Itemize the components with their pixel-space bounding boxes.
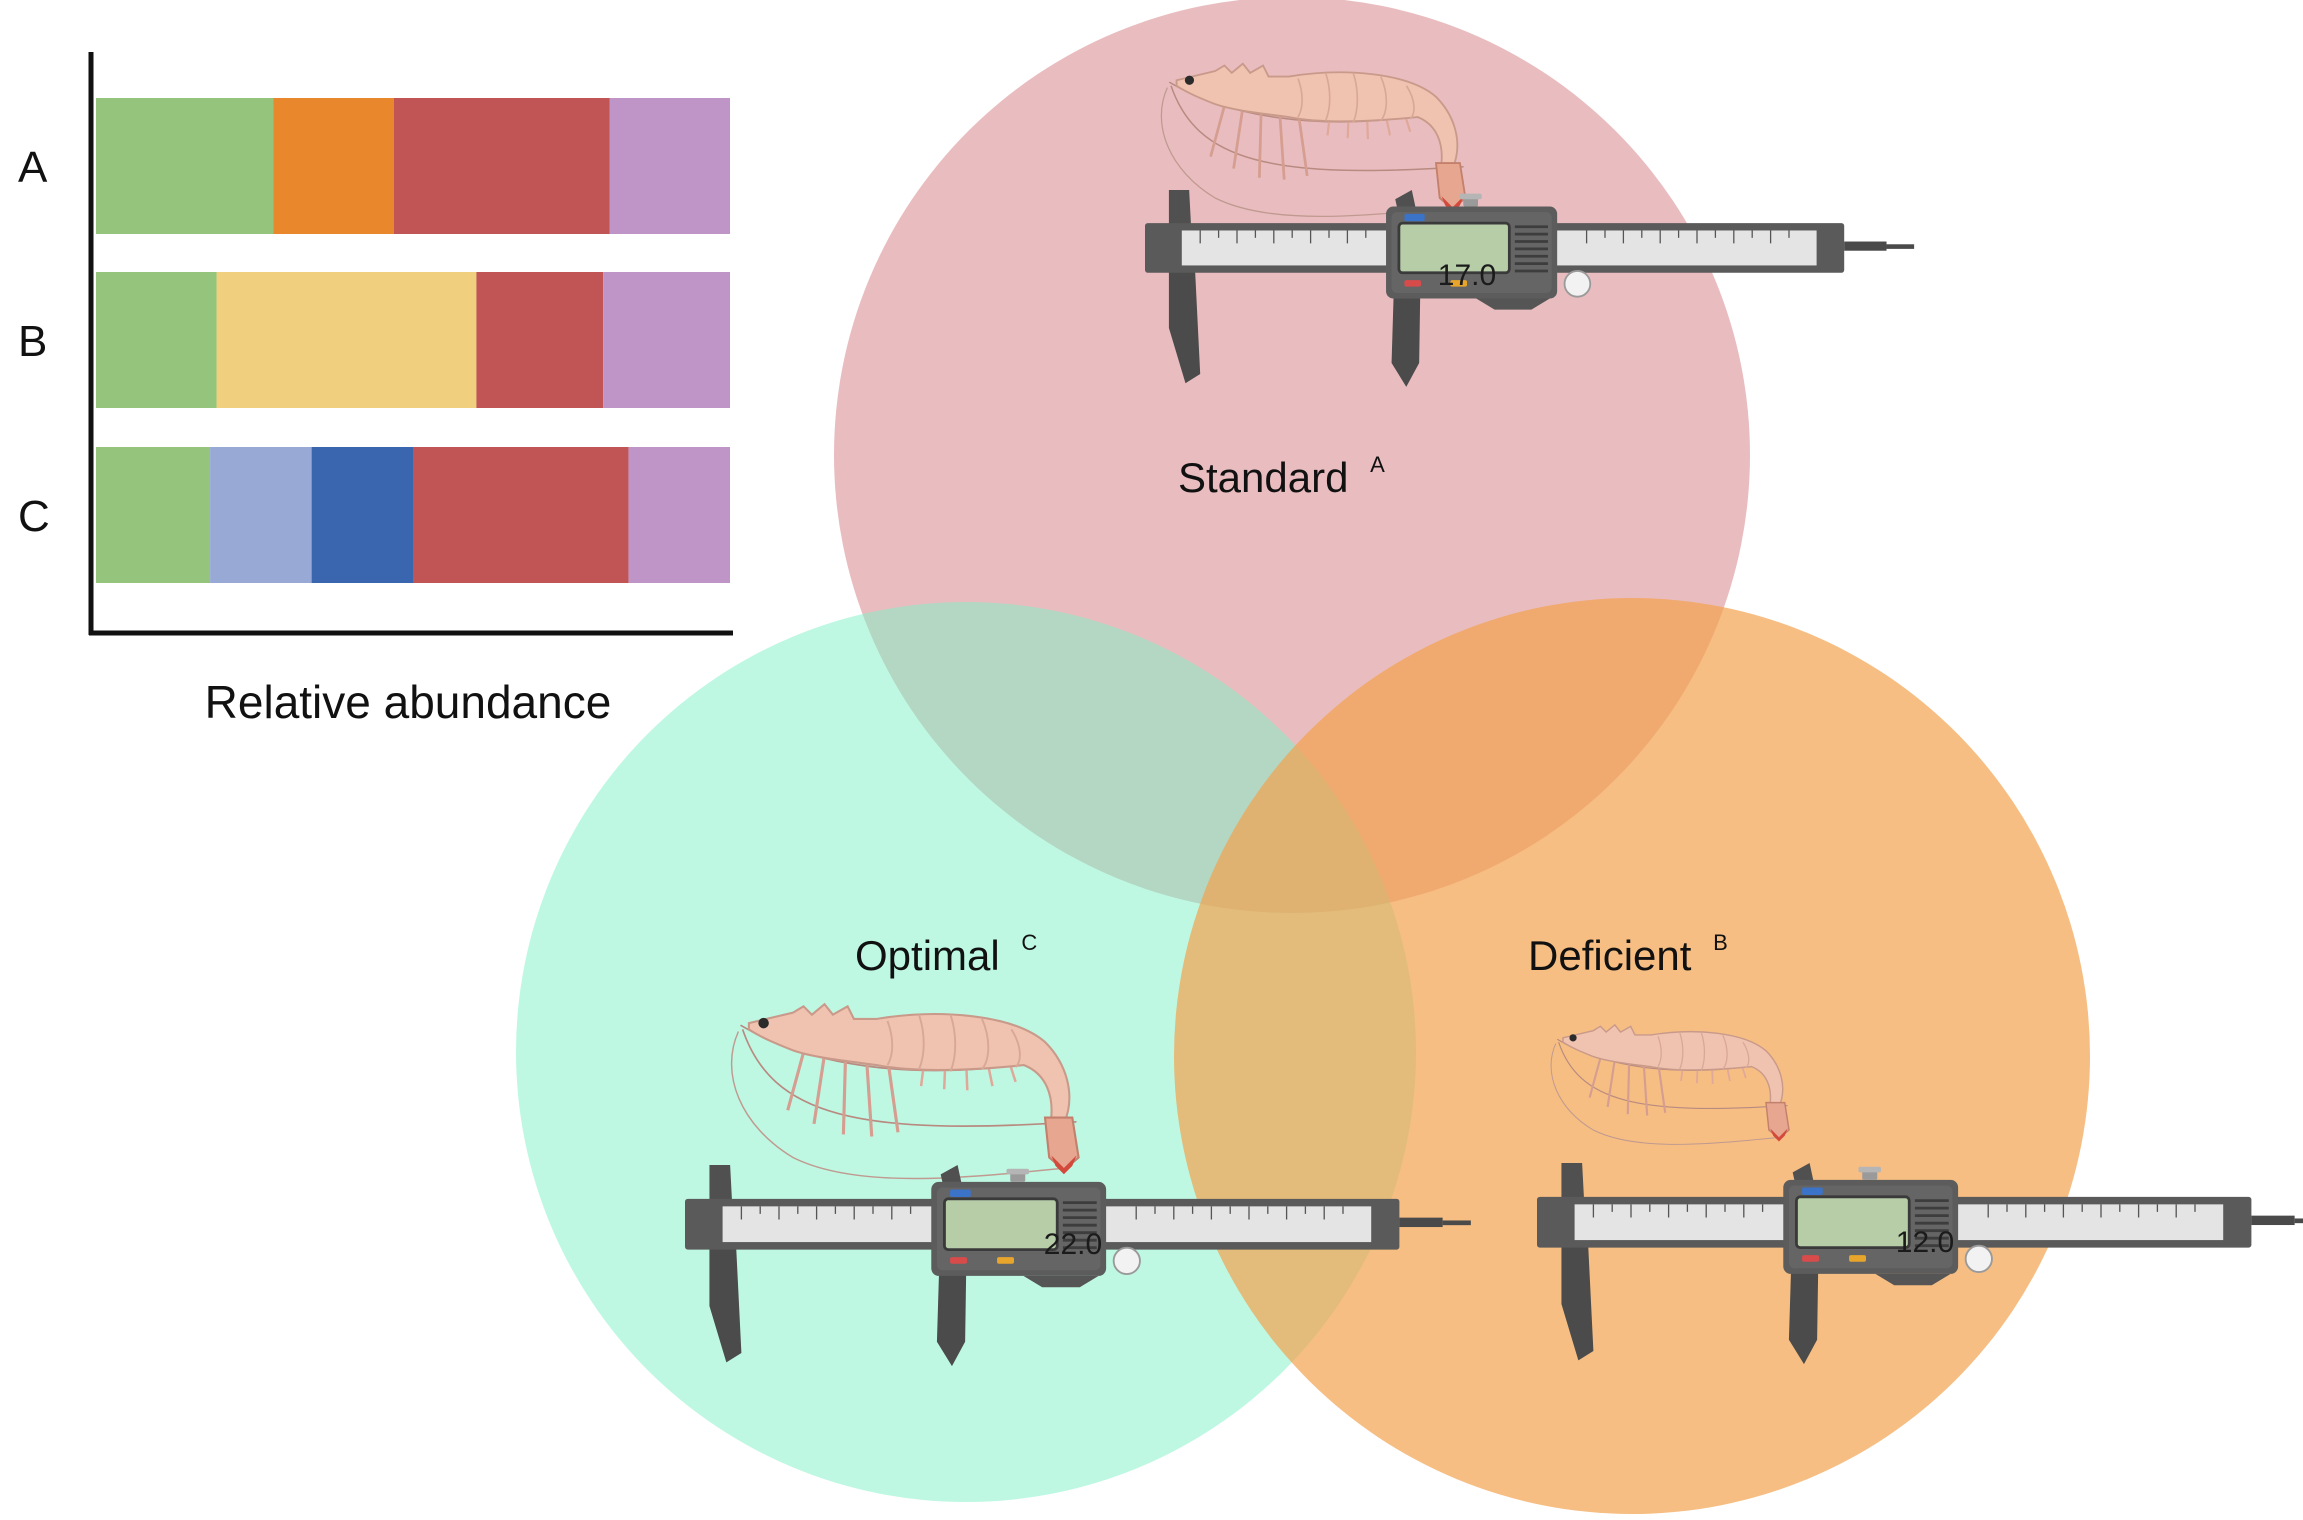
label-optimal-name: Optimal — [855, 932, 1000, 979]
bar-segment-B-1 — [96, 272, 217, 408]
bar-segment-C-3 — [311, 447, 413, 583]
bar-segment-C-2 — [210, 447, 312, 583]
label-standard: Standard A — [1178, 452, 1385, 501]
bar-segment-B-4 — [603, 272, 730, 408]
bar-segment-C-1 — [96, 447, 211, 583]
category-label-C: C — [18, 492, 50, 541]
bar-segment-B-2 — [216, 272, 477, 408]
bar-segment-A-3 — [394, 98, 610, 234]
label-standard-name: Standard — [1178, 454, 1348, 501]
bar-segment-C-5 — [628, 447, 730, 583]
label-standard-superscript: A — [1370, 452, 1385, 477]
label-optimal-superscript: C — [1021, 930, 1037, 955]
relative-abundance-chart: Relative abundance A B C — [18, 52, 733, 728]
label-deficient: Deficient B — [1528, 930, 1728, 979]
bar-group — [96, 98, 730, 583]
caliper-reading-standard: 17.0 — [1438, 259, 1496, 292]
bar-segment-B-3 — [476, 272, 604, 408]
caliper-reading-optimal: 22.0 — [1044, 1228, 1102, 1261]
category-labels: A B C — [18, 143, 50, 541]
label-optimal: Optimal C — [855, 930, 1037, 979]
category-label-B: B — [18, 317, 47, 366]
bar-segment-A-4 — [609, 98, 730, 234]
label-deficient-superscript: B — [1713, 930, 1728, 955]
bar-segment-A-1 — [96, 98, 274, 234]
bar-segment-A-2 — [273, 98, 394, 234]
x-axis-label: Relative abundance — [205, 676, 612, 728]
bar-segment-C-4 — [413, 447, 629, 583]
label-deficient-name: Deficient — [1528, 932, 1692, 979]
caliper-reading-deficient: 12.0 — [1896, 1226, 1954, 1259]
category-label-A: A — [18, 143, 48, 192]
